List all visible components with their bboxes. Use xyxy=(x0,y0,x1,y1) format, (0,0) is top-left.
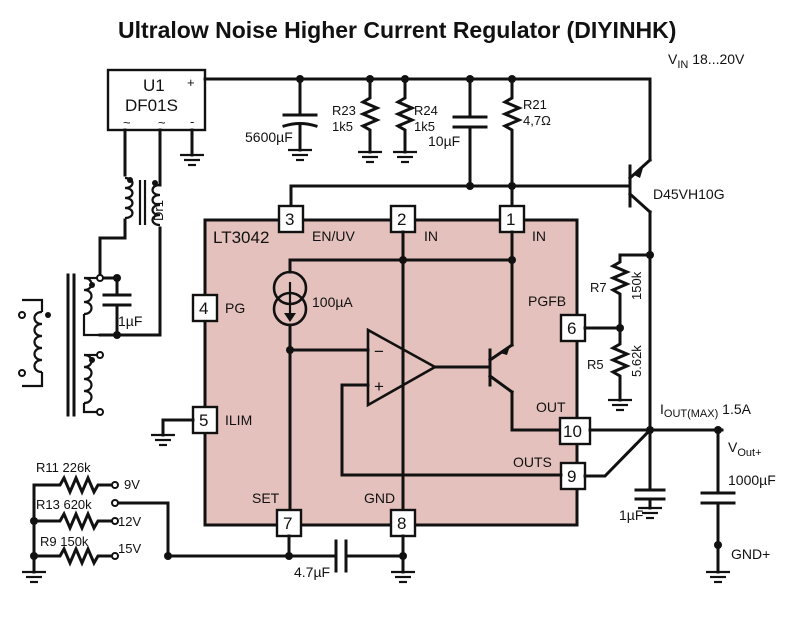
error-amplifier xyxy=(288,327,490,477)
svg-text:3: 3 xyxy=(285,210,294,229)
pin-label-pg: PG xyxy=(225,300,245,316)
pin-10: 10 xyxy=(558,416,592,446)
iout-label: IOUT(MAX) 1.5A xyxy=(660,401,752,420)
current-source-label: 100µA xyxy=(312,294,353,310)
cap-4-7-label: 4.7µF xyxy=(294,564,330,580)
svg-text:2: 2 xyxy=(397,210,406,229)
r23-name: R23 xyxy=(332,103,356,118)
svg-text:+: + xyxy=(187,75,195,90)
pin-8: 8 xyxy=(389,508,417,538)
r24-value: 1k5 xyxy=(414,119,435,134)
pin-label-pgfb: PGFB xyxy=(528,293,566,309)
r21-name: R21 xyxy=(523,97,547,112)
pin-9: 9 xyxy=(559,461,587,491)
cap-1-in-label: 1µF xyxy=(118,313,142,329)
ic-name: LT3042 xyxy=(213,228,269,247)
svg-text:U1: U1 xyxy=(143,76,165,95)
current-source-100ua xyxy=(272,258,308,512)
pin-label-out: OUT xyxy=(536,399,566,415)
r13-label: R13 620k xyxy=(36,497,92,512)
transistor-label: D45VH10G xyxy=(653,186,725,202)
pin-label-in1: IN xyxy=(532,228,546,244)
opamp-plus: + xyxy=(374,377,384,396)
capacitor-1uf-output xyxy=(634,428,666,520)
capacitor-1000uf xyxy=(700,428,736,584)
pin-3: 3 xyxy=(277,204,305,234)
pnp-transistor-d45vh10g xyxy=(627,157,653,432)
resistor-r24 xyxy=(393,77,417,164)
pin-4: 4 xyxy=(191,293,219,323)
pin-label-ilim: ILIM xyxy=(225,412,252,428)
svg-text:4: 4 xyxy=(199,299,208,318)
r5-name: R5 xyxy=(587,357,604,372)
lt3042-chip xyxy=(203,218,579,527)
junction-dot xyxy=(399,552,407,560)
r5-value: 5.62k xyxy=(629,345,644,377)
pin-1: 1 xyxy=(498,204,526,234)
capacitor-1uf-input xyxy=(98,274,132,339)
svg-text:10: 10 xyxy=(563,422,582,441)
pin-label-enuv: EN/UV xyxy=(312,228,355,244)
svg-text:~: ~ xyxy=(123,115,131,130)
pin-7: 7 xyxy=(275,508,303,538)
cap-1-out-label: 1µF xyxy=(619,507,643,523)
enuv-wire xyxy=(289,184,632,207)
volt-15v: 15V xyxy=(118,541,141,556)
r11-label: R11 226k xyxy=(36,460,91,475)
internal-pass-transistor xyxy=(487,342,562,432)
r23-value: 1k5 xyxy=(332,119,353,134)
svg-text:8: 8 xyxy=(397,514,406,533)
capacitor-10uf xyxy=(452,77,488,188)
bridge-rectifier: U1 DF01S + - ~ ~ xyxy=(106,68,207,132)
power-transformer xyxy=(18,273,104,417)
pgfb-divider xyxy=(583,251,654,412)
cap-5600-label: 5600µF xyxy=(245,129,293,145)
pin-6: 6 xyxy=(559,313,587,343)
pin-label-outs: OUTS xyxy=(513,454,552,470)
pin-5: 5 xyxy=(191,405,219,435)
ground-symbol xyxy=(151,433,175,447)
choke-label: Dr1 xyxy=(151,200,166,221)
diagram-title: Ultralow Noise Higher Current Regulator … xyxy=(118,17,676,43)
r24-name: R24 xyxy=(414,103,438,118)
pin-label-gnd: GND xyxy=(364,490,395,506)
vout-label: VOut+ xyxy=(728,439,762,459)
r21-value: 4,7Ω xyxy=(523,113,551,128)
junction-dot xyxy=(285,552,293,560)
opamp-minus: − xyxy=(374,342,384,361)
r7-name: R7 xyxy=(590,280,607,295)
svg-text:9: 9 xyxy=(567,467,576,486)
volt-12v: 12V xyxy=(118,514,141,529)
junction-dot xyxy=(466,182,474,190)
ground-symbol xyxy=(391,570,415,584)
gnd-plus-label: GND+ xyxy=(731,546,770,562)
junction-dot xyxy=(399,256,407,264)
junction-dot xyxy=(508,256,516,264)
svg-text:7: 7 xyxy=(283,514,292,533)
pin-label-in2: IN xyxy=(424,228,438,244)
voltage-selector xyxy=(22,474,172,584)
volt-9v: 9V xyxy=(124,477,140,492)
pin-label-set: SET xyxy=(252,490,280,506)
cap-10-label: 10µF xyxy=(428,133,460,149)
svg-text:6: 6 xyxy=(567,319,576,338)
vin-label: VIN 18...20V xyxy=(668,51,745,71)
svg-text:1: 1 xyxy=(506,210,515,229)
r9-label: R9 150k xyxy=(40,534,89,549)
svg-text:-: - xyxy=(190,114,194,129)
cap-1000-label: 1000µF xyxy=(728,472,776,488)
ground-symbol xyxy=(180,153,204,167)
resistor-r21 xyxy=(501,77,523,207)
svg-text:~: ~ xyxy=(158,115,166,130)
svg-text:DF01S: DF01S xyxy=(125,96,178,115)
pin-2: 2 xyxy=(389,204,417,234)
vin-rail xyxy=(203,77,652,162)
capacitor-5600uf xyxy=(282,77,318,162)
svg-text:5: 5 xyxy=(199,411,208,430)
resistor-r23 xyxy=(358,77,382,164)
r7-value: 150k xyxy=(629,271,644,300)
junction-dot xyxy=(508,182,516,190)
